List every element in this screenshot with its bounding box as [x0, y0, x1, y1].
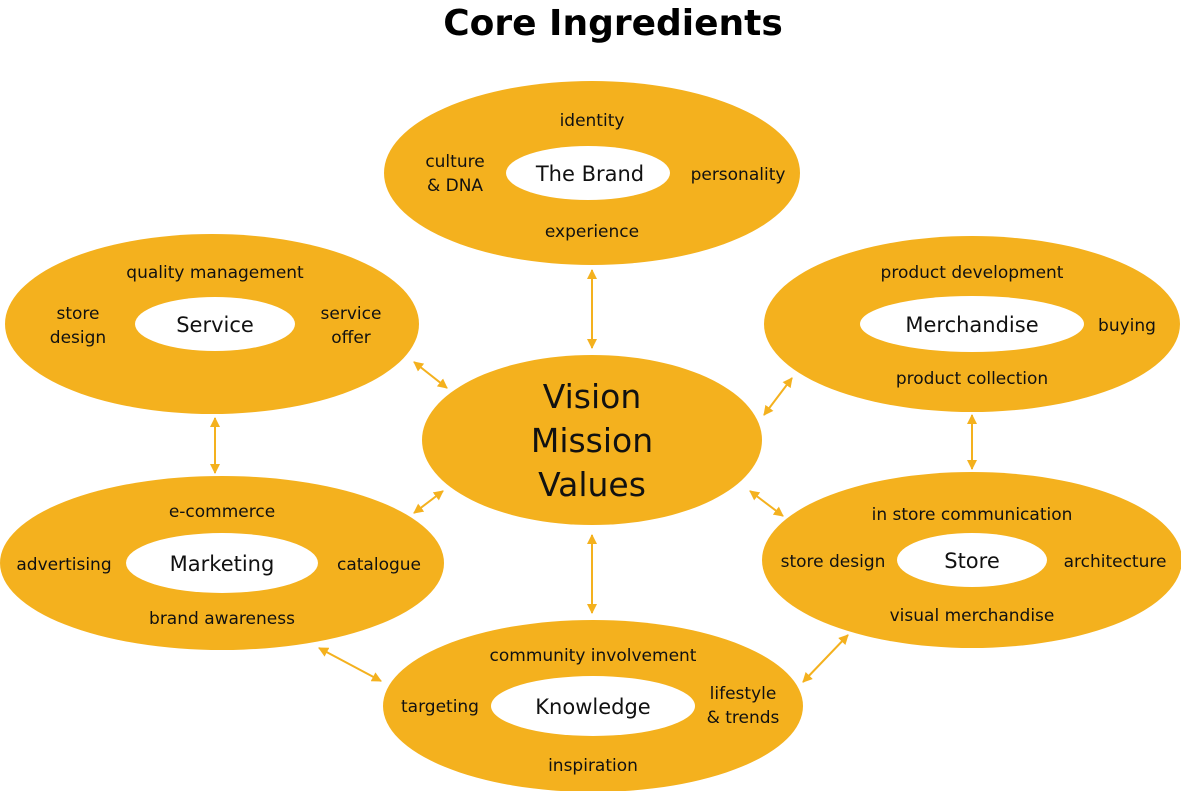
connector-store-knowledge [802, 634, 849, 683]
brand-title: The Brand [535, 162, 644, 186]
knowledge-title: Knowledge [535, 695, 650, 719]
store-right-label: architecture [1064, 552, 1167, 572]
marketing-top-label: e-commerce [169, 502, 275, 522]
marketing-left-label: advertising [16, 555, 111, 575]
hub-line-values: Values [538, 465, 646, 504]
brand-left-label-2: & DNA [427, 176, 483, 196]
merchandise-right-label: buying [1098, 316, 1156, 336]
merchandise-top-label: product development [881, 263, 1064, 283]
service-top-label: quality management [126, 263, 304, 283]
node-service: Service quality management store design … [5, 234, 419, 414]
node-store: Store in store communication visual merc… [762, 472, 1181, 648]
service-left-label-2: design [50, 328, 106, 348]
merchandise-title: Merchandise [905, 313, 1038, 337]
marketing-core [126, 533, 318, 593]
brand-left-label-1: culture [425, 152, 484, 172]
service-right-label-1: service [321, 304, 382, 324]
store-top-label: in store communication [872, 505, 1073, 525]
service-title: Service [176, 313, 254, 337]
brand-right-label: personality [691, 165, 786, 185]
hub-line-mission: Mission [531, 421, 653, 460]
diagram-title: Core Ingredients [443, 3, 783, 44]
connector-marketing-hub [413, 490, 444, 514]
service-core [135, 297, 295, 351]
merchandise-core [860, 296, 1084, 352]
node-brand: The Brand identity experience culture & … [384, 81, 800, 265]
brand-bottom-label: experience [545, 222, 639, 242]
service-right-label-2: offer [331, 328, 371, 348]
node-marketing: Marketing e-commerce brand awareness adv… [0, 476, 444, 650]
marketing-title: Marketing [170, 552, 275, 576]
node-merchandise: Merchandise product development product … [764, 236, 1180, 412]
store-core [897, 533, 1047, 587]
connector-store-hub [749, 490, 784, 517]
knowledge-left-label: targeting [401, 697, 479, 717]
connector-service-hub [413, 361, 448, 389]
merchandise-bottom-label: product collection [896, 369, 1048, 389]
node-hub: Vision Mission Values [422, 355, 762, 525]
knowledge-top-label: community involvement [490, 646, 697, 666]
store-left-label: store design [781, 552, 886, 572]
connector-merchandise-hub [763, 377, 793, 416]
marketing-bottom-label: brand awareness [149, 609, 295, 629]
connector-marketing-knowledge [318, 647, 382, 682]
store-title: Store [944, 549, 1000, 573]
knowledge-right-label-2: & trends [707, 708, 780, 728]
brand-top-label: identity [560, 111, 625, 131]
service-left-label-1: store [57, 304, 100, 324]
node-knowledge: Knowledge community involvement inspirat… [383, 620, 803, 791]
connectors [210, 269, 977, 683]
knowledge-bottom-label: inspiration [548, 756, 638, 776]
hub-line-vision: Vision [543, 377, 641, 416]
knowledge-right-label-1: lifestyle [710, 684, 777, 704]
brand-core [506, 146, 670, 200]
marketing-right-label: catalogue [337, 555, 421, 575]
knowledge-core [491, 676, 695, 736]
store-bottom-label: visual merchandise [890, 606, 1055, 626]
hub-ellipse [422, 355, 762, 525]
